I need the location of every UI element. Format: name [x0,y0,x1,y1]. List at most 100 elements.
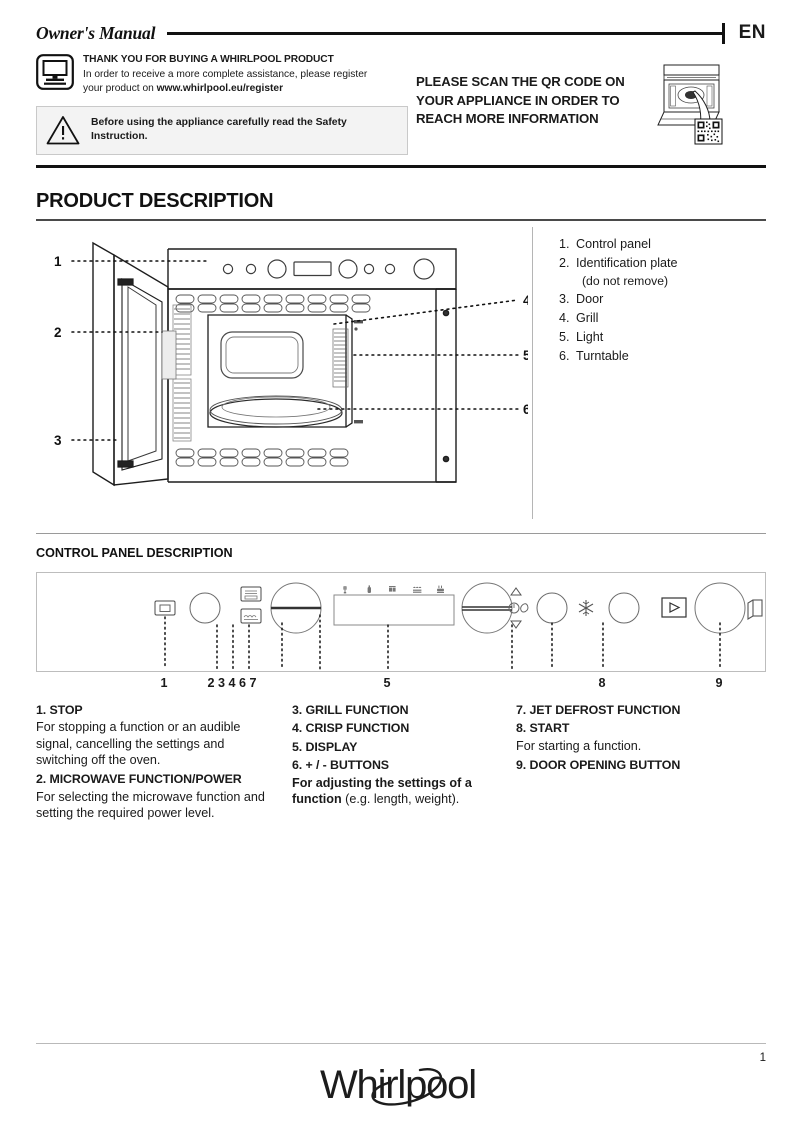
item-heading: 3. GRILL FUNCTION [292,702,409,717]
legend-number: 4. [559,311,570,326]
item-heading: 8. START [516,721,570,736]
legend-number: 1. [559,236,570,251]
legend-number: 6. [559,349,570,364]
language-code: EN [738,22,766,43]
cp-microwave-knob [189,592,221,624]
item-body-rest: (e.g. length, weight). [341,792,460,807]
legend-number: 5. [559,330,570,345]
thank-you-title: THANK YOU FOR BUYING A WHIRLPOOL PRODUCT [83,54,334,65]
cp-crisp-button [240,608,262,624]
legend-item: 1. Control panel [559,235,766,254]
legend-item: 6. Turntable [559,347,766,366]
product-description-title: PRODUCT DESCRIPTION [36,189,274,212]
diagram-callout-1: 1 [54,254,62,269]
footer-rule [36,1043,766,1044]
thank-you-text: THANK YOU FOR BUYING A WHIRLPOOL PRODUCT… [83,53,367,96]
cp-callout: 1 [160,675,168,690]
cp-start-knob [608,592,640,624]
diagram-callout-6: 6 [523,402,528,417]
diagram-callout-4: 4 [523,293,528,308]
item-body: For starting a function. [516,738,642,753]
thank-you-line1: In order to receive a more complete assi… [83,68,368,80]
page-footer: 1 Whirlpool [36,1043,766,1116]
item-body: For adjusting the settings of a function… [292,775,502,808]
product-description-section: 1 2 3 4 5 6 1. Control panel 2. Identifi… [36,226,766,527]
header-bottom-rule [36,164,766,168]
legend-item: 3. Door [559,290,766,309]
item-heading: 4. CRISP FUNCTION [292,721,410,736]
cp-callout: 2 3 4 6 7 [207,675,257,690]
monitor-icon [36,54,74,90]
safety-line-1: Before using the appliance carefully rea… [91,117,347,129]
cp-plus-minus-buttons [508,586,529,629]
header-right-column: PLEASE SCAN THE QR CODE ON YOUR APPLIANC… [408,53,766,155]
item-heading: 6. + / - BUTTONS [292,758,389,773]
qr-appliance-illustration [650,53,728,145]
legend-label: Identification plate [576,255,678,270]
diagram-callout-5: 5 [523,348,528,363]
legend-item: 5. Light [559,328,766,347]
diagram-callout-3: 3 [54,433,62,448]
legend-item: 2. Identification plate [559,254,766,273]
legend-label: Turntable [576,349,629,364]
cp-callout: 8 [598,675,606,690]
legend-label: Control panel [576,236,651,251]
legend-label: Light [576,330,604,345]
item-heading: 9. DOOR OPENING BUTTON [516,758,681,773]
qr-line-3: REACH MORE INFORMATION [416,111,599,127]
header-title-row: Owner's Manual EN [36,0,766,44]
cp-grill-button [240,586,262,602]
page-number: 1 [759,1052,766,1064]
cp-display [333,585,455,626]
diagram-callout-2: 2 [54,325,62,340]
header-rule [167,22,725,44]
cp-jet-defrost-knob [536,592,568,624]
control-panel-top-rule [36,532,766,534]
control-panel-callouts: 1 2 3 4 6 7 5 8 9 [36,672,766,696]
product-description-rule [36,218,766,221]
legend-sublabel: (do not remove) [582,273,669,288]
control-panel-title: CONTROL PANEL DESCRIPTION [36,545,233,560]
header-left-column: THANK YOU FOR BUYING A WHIRLPOOL PRODUCT… [36,53,408,155]
control-panel-diagram [36,571,766,672]
legend-number: 3. [559,292,570,307]
thank-you-line2: your product on www.whirlpool.eu/registe… [83,82,367,95]
header-body: THANK YOU FOR BUYING A WHIRLPOOL PRODUCT… [36,53,766,155]
cp-callout: 5 [383,675,391,690]
cp-callout: 9 [715,675,723,690]
item-heading: 7. JET DEFROST FUNCTION [516,702,681,717]
description-column-1: 1. STOP For stopping a function or an au… [36,702,292,825]
safety-notice-text: Before using the appliance carefully rea… [91,116,347,143]
legend-label: Grill [576,311,599,326]
control-panel-descriptions: 1. STOP For stopping a function or an au… [36,702,766,825]
cp-power-knob [461,582,513,634]
item-body: For selecting the microwave function and… [36,789,265,821]
footer-inner: 1 Whirlpool [36,1052,766,1116]
item-heading: 1. STOP [36,702,83,717]
qr-line-2: YOUR APPLIANCE IN ORDER TO [416,92,620,108]
cp-function-knob [270,582,322,634]
item-heading: 5. DISPLAY [292,739,358,754]
item-body: For stopping a function or an audible si… [36,720,241,767]
appliance-diagram: 1 2 3 4 5 6 [36,227,528,527]
qr-line-1: PLEASE SCAN THE QR CODE ON [416,74,625,89]
register-url[interactable]: www.whirlpool.eu/register [156,83,284,95]
legend-item: 4. Grill [559,309,766,328]
qr-instruction-text: PLEASE SCAN THE QR CODE ON YOUR APPLIANC… [416,53,648,129]
item-heading: 2. MICROWAVE FUNCTION/POWER [36,772,242,787]
whirlpool-logo: Whirlpool [316,1058,486,1114]
snowflake-icon [578,599,594,616]
description-column-2: 3. GRILL FUNCTION 4. CRISP FUNCTION 5. D… [292,702,516,825]
warning-triangle-icon [46,115,80,145]
register-prefix: your product on [83,83,157,95]
svg-text:Whirlpool: Whirlpool [320,1063,476,1107]
legend-label: Door [576,292,604,307]
cp-start-button [661,597,687,618]
item-body-bold: For adjusting the settings of a function [292,776,472,807]
safety-line-2: Instruction. [91,130,148,142]
cp-stop-button [154,600,176,616]
legend-number: 2. [559,255,570,270]
manual-title: Owner's Manual [36,22,156,43]
thank-you-block: THANK YOU FOR BUYING A WHIRLPOOL PRODUCT… [36,53,408,96]
